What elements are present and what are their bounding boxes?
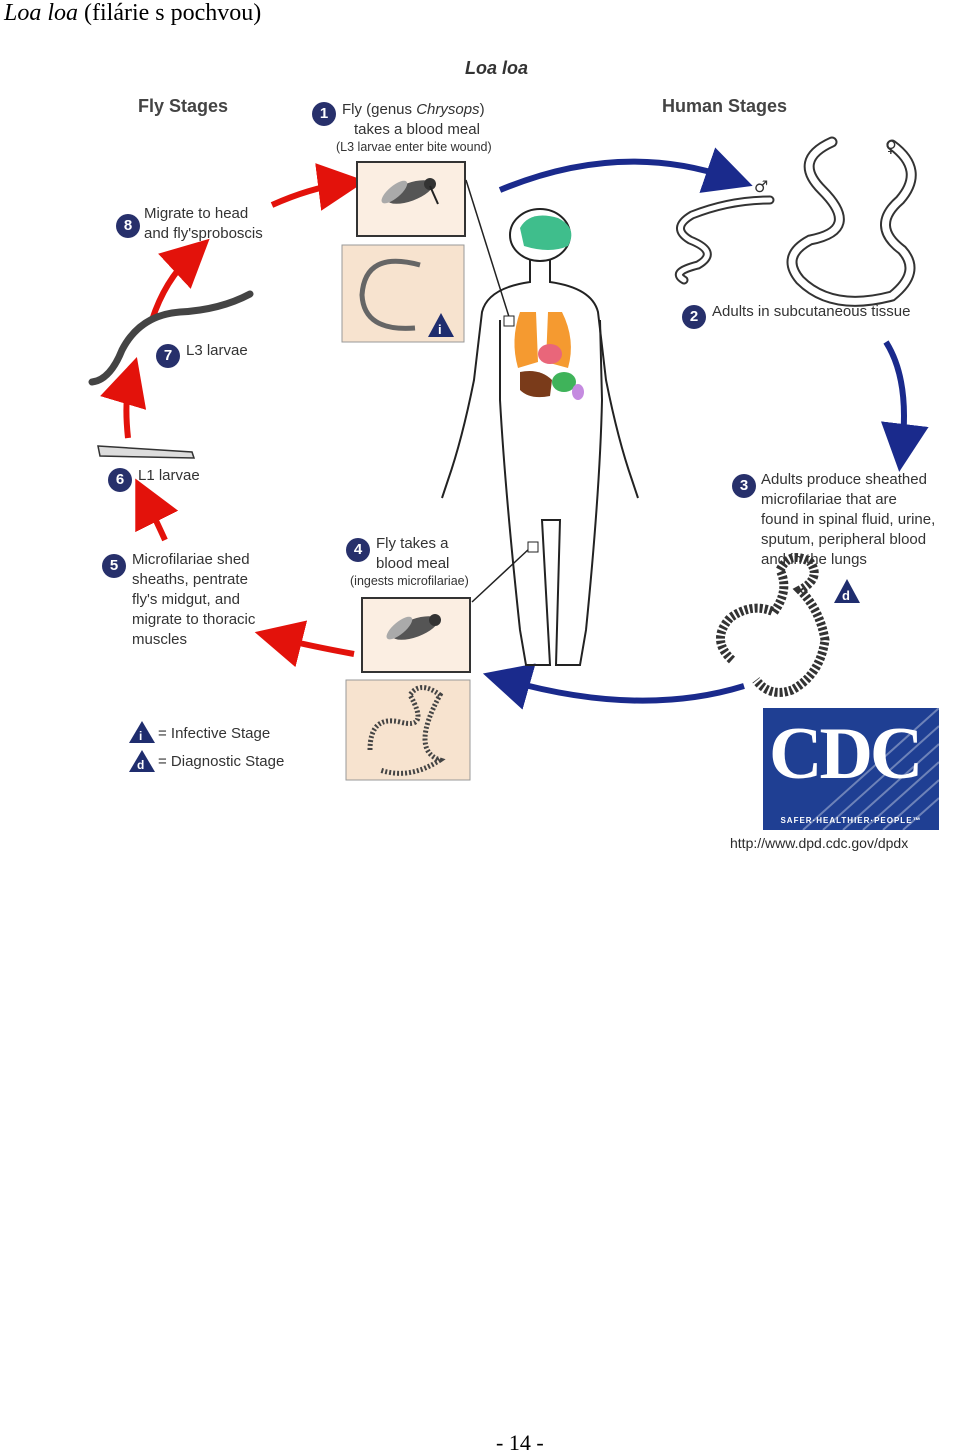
step-5-line-1: Microfilariae shed — [132, 551, 250, 568]
step-1-badge: 1 — [312, 102, 336, 126]
cdc-logo-rays — [802, 708, 939, 830]
adult-male-worm-inner — [676, 197, 773, 283]
step-8-badge: 8 — [116, 214, 140, 238]
step-6-text: L1 larvae — [138, 467, 200, 484]
cdc-wordmark: CDC — [769, 713, 923, 795]
step-5-line-4: migrate to thoracic — [132, 611, 256, 628]
step-4-line-2: blood meal — [376, 555, 450, 572]
arrow-5-to-6 — [135, 478, 179, 542]
liver — [520, 371, 552, 398]
stomach — [552, 372, 576, 392]
legend-infective-icon: i — [129, 721, 155, 743]
legend-diagnostic-icon: d — [129, 750, 155, 772]
legend-diagnostic-letter: d — [137, 758, 144, 772]
heading-rest: (filárie s pochvou) — [78, 0, 262, 26]
fly-icon-1 — [381, 178, 439, 205]
lifecycle-figure: ♂ ♀ Loa loa Fly Stages Human Stages 1 Fl… — [80, 50, 960, 860]
microfilaria-panel-4 — [345, 679, 471, 781]
human-stages-header: Human Stages — [662, 96, 788, 116]
kidney — [572, 384, 584, 400]
step-3-line-5: and in the lungs — [761, 551, 867, 568]
adult-female-worm-inner — [788, 138, 915, 305]
bite-link-1 — [465, 179, 511, 321]
step-6-badge: 6 — [108, 468, 132, 492]
step-4-line-3: (ingests microfilariae) — [350, 574, 469, 588]
step-1-line-1: Fly (genus Chrysops) — [342, 100, 485, 120]
l1-larva — [97, 445, 196, 459]
step-1-line-1c: ) — [479, 101, 485, 118]
step-2-badge: 2 — [682, 305, 706, 329]
diagnostic-stage-marker: d — [834, 579, 860, 603]
arrow-4-to-5 — [254, 620, 355, 668]
step-5-badge: 5 — [102, 554, 126, 578]
svg-text:i: i — [438, 322, 442, 337]
lung-left — [514, 312, 538, 368]
fly-icon-4 — [386, 614, 441, 640]
step-5-line-3: fly's midgut, and — [132, 591, 240, 608]
fly-stages-header: Fly Stages — [138, 96, 229, 116]
bite-site-4 — [527, 541, 539, 553]
human-body — [441, 208, 639, 666]
step-5-line-2: sheaths, pentrate — [132, 571, 248, 588]
arrow-7-to-8 — [149, 238, 210, 321]
svg-text:d: d — [842, 588, 850, 603]
source-url: http://www.dpd.cdc.gov/dpdx — [730, 835, 909, 851]
cdc-logo: CDC SAFER·HEALTHIER·PEOPLE™ — [763, 708, 939, 830]
step-8-line-2: and fly'sproboscis — [144, 225, 263, 242]
step-7-badge: 7 — [156, 344, 180, 368]
step-4-badge: 4 — [346, 538, 370, 562]
microfilaria-coil-4 — [367, 685, 446, 776]
step-3-line-1: Adults produce sheathed — [761, 471, 927, 488]
bite-link-4 — [471, 547, 531, 603]
female-symbol: ♀ — [885, 137, 897, 156]
brain — [520, 215, 572, 250]
arrow-3-to-4 — [482, 663, 745, 710]
infective-stage-marker: i — [428, 313, 454, 337]
step-2-text: Adults in subcutaneous tissue — [712, 303, 911, 320]
l3-larva-curl — [359, 258, 421, 331]
male-symbol: ♂ — [754, 177, 768, 196]
heart — [538, 344, 562, 364]
step-1-line-1a: Fly (genus — [342, 101, 417, 118]
step-3-line-4: sputum, peripheral blood — [761, 531, 927, 548]
arrow-8-to-1 — [270, 163, 366, 211]
step-1-line-2: takes a blood meal — [354, 121, 480, 138]
arrow-1-to-2 — [498, 147, 753, 193]
step-5-line-5: muscles — [132, 631, 188, 648]
figure-title: Loa loa — [465, 58, 529, 78]
legend-infective-letter: i — [139, 729, 142, 743]
cdc-tagline: SAFER·HEALTHIER·PEOPLE™ — [780, 816, 922, 825]
legend-diagnostic-label: = Diagnostic Stage — [158, 753, 285, 770]
l3-larva — [88, 290, 254, 386]
step-1-line-3: (L3 larvae enter bite wound) — [336, 140, 492, 154]
step-1-genus: Chrysops — [416, 101, 480, 118]
bite-site-1 — [503, 315, 515, 327]
arrow-6-to-7 — [100, 357, 147, 439]
step-8-line-1: Migrate to head — [144, 205, 249, 222]
arrow-2-to-3 — [880, 340, 929, 472]
step-7-text: L3 larvae — [186, 342, 248, 359]
step-3-line-3: found in spinal fluid, urine, — [761, 511, 936, 528]
step-4-line-1: Fly takes a — [376, 535, 449, 552]
legend-infective-label: = Infective Stage — [158, 725, 271, 742]
sheathed-microfilaria — [716, 553, 830, 697]
page-heading: Loa loa (filárie s pochvou) — [4, 0, 261, 27]
heading-italic: Loa loa — [4, 0, 79, 26]
lifecycle-drawing: ♂ ♀ — [88, 136, 929, 781]
step-3-badge: 3 — [732, 474, 756, 498]
page-number: - 14 - — [496, 1430, 544, 1455]
step-3-line-2: microfilariae that are — [761, 491, 897, 508]
